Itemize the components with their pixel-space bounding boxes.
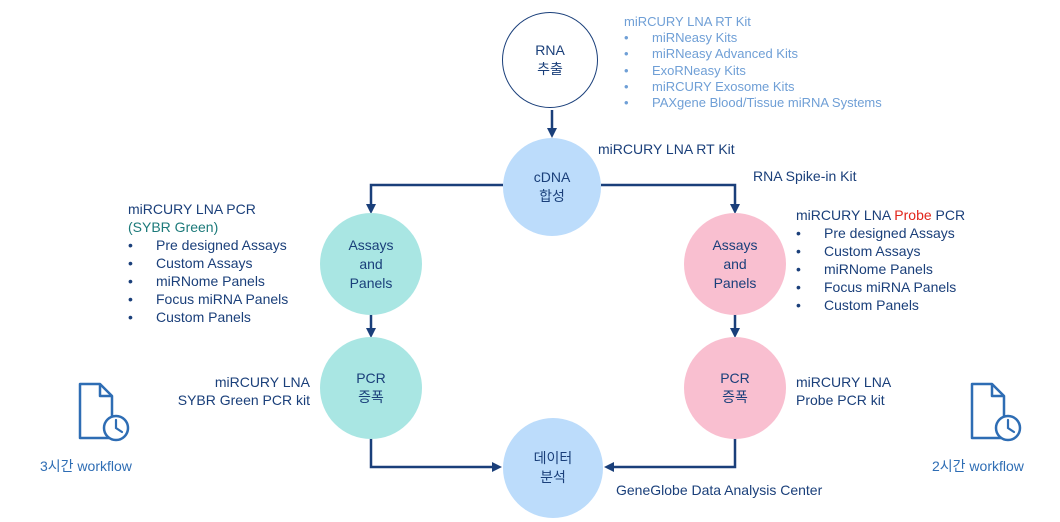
- probe-pcr-title-prefix: miRCURY LNA: [796, 207, 895, 223]
- document-clock-icon: [78, 382, 130, 442]
- probe-pcr-title-suffix: PCR: [931, 207, 966, 223]
- probe-kit-label: miRCURY LNA Probe PCR kit: [796, 373, 891, 409]
- list-item: ExoRNeasy Kits: [624, 63, 882, 79]
- sybr-pcr-list: Pre designed Assays Custom Assays miRNom…: [128, 236, 288, 326]
- list-item: PAXgene Blood/Tissue miRNA Systems: [624, 95, 882, 111]
- list-item: miRNeasy Advanced Kits: [624, 46, 882, 62]
- node-pcr-left-line2: 증폭: [358, 389, 384, 405]
- node-assays-left-line1: Assays: [348, 236, 394, 253]
- list-item: miRCURY Exosome Kits: [624, 79, 882, 95]
- sybr-pcr-block: miRCURY LNA PCR (SYBR Green) Pre designe…: [128, 200, 288, 326]
- extraction-kits-title: miRCURY LNA RT Kit: [624, 14, 751, 29]
- sybr-kit-line2: SYBR Green PCR kit: [177, 392, 310, 408]
- node-rna-line2: 추출: [537, 61, 563, 77]
- node-pcr-left-line1: PCR: [356, 370, 386, 386]
- node-assays-panels-sybr: Assays and Panels: [320, 213, 422, 315]
- workflow-time-left: 3시간 workflow: [40, 458, 132, 474]
- spike-in-label: RNA Spike-in Kit: [753, 168, 857, 184]
- list-item: Focus miRNA Panels: [796, 278, 965, 296]
- node-data-line1: 데이터: [533, 450, 573, 466]
- probe-pcr-list: Pre designed Assays Custom Assays miRNom…: [796, 224, 965, 314]
- node-assays-left-line2: and: [359, 255, 383, 272]
- node-rna-line1: RNA: [535, 42, 565, 58]
- rt-kit-label: miRCURY LNA RT Kit: [598, 141, 735, 157]
- list-item: miRNome Panels: [796, 260, 965, 278]
- node-pcr-right-line1: PCR: [720, 370, 750, 386]
- node-pcr-amplification-probe: PCR 증폭: [684, 337, 786, 439]
- arrow-pcr-right-to-data: [604, 435, 737, 472]
- probe-kit-line2: Probe PCR kit: [796, 392, 885, 408]
- node-data-line2: 분석: [540, 469, 566, 485]
- node-cdna-line1: cDNA: [533, 169, 571, 185]
- list-item: miRNome Panels: [128, 272, 288, 290]
- list-item: Custom Panels: [128, 308, 288, 326]
- sybr-pcr-title: miRCURY LNA PCR: [128, 201, 256, 217]
- probe-pcr-block: miRCURY LNA Probe PCR Pre designed Assay…: [796, 206, 965, 314]
- workflow-time-right: 2시간 workflow: [932, 458, 1024, 474]
- probe-pcr-title: miRCURY LNA Probe PCR: [796, 206, 965, 224]
- node-assays-right-line3: Panels: [713, 274, 757, 291]
- node-pcr-amplification-sybr: PCR 증폭: [320, 337, 422, 439]
- sybr-kit-label: miRCURY LNA SYBR Green PCR kit: [160, 373, 310, 409]
- list-item: miRNeasy Kits: [624, 30, 882, 46]
- extraction-kits-list: miRNeasy Kits miRNeasy Advanced Kits Exo…: [624, 30, 882, 111]
- sybr-kit-line1: miRCURY LNA: [214, 374, 310, 390]
- list-item: Custom Assays: [128, 254, 288, 272]
- list-item: Pre designed Assays: [128, 236, 288, 254]
- node-assays-left-line3: Panels: [349, 274, 393, 291]
- node-assays-right-line2: and: [723, 255, 747, 272]
- extraction-kits-block: miRCURY LNA RT Kit miRNeasy Kits miRNeas…: [624, 14, 882, 111]
- node-cdna-line2: 합성: [539, 188, 565, 204]
- node-assays-panels-probe: Assays and Panels: [684, 213, 786, 315]
- sybr-pcr-subtitle: (SYBR Green): [128, 219, 219, 235]
- list-item: Focus miRNA Panels: [128, 290, 288, 308]
- probe-kit-line1: miRCURY LNA: [796, 374, 892, 390]
- document-clock-icon: [970, 382, 1022, 442]
- node-pcr-right-line2: 증폭: [722, 389, 748, 405]
- list-item: Pre designed Assays: [796, 224, 965, 242]
- node-rna-extraction: RNA 추출: [502, 12, 598, 108]
- arrow-cdna-to-assays-right: [601, 183, 740, 214]
- list-item: Custom Panels: [796, 296, 965, 314]
- list-item: Custom Assays: [796, 242, 965, 260]
- node-cdna-synthesis: cDNA 합성: [503, 138, 601, 236]
- node-assays-right-line1: Assays: [712, 236, 758, 253]
- node-data-analysis: 데이터 분석: [503, 418, 603, 518]
- arrow-cdna-to-assays-left: [366, 183, 503, 214]
- analysis-center-label: GeneGlobe Data Analysis Center: [616, 482, 823, 498]
- probe-pcr-title-highlight: Probe: [894, 207, 932, 223]
- arrow-pcr-left-to-data: [369, 435, 502, 472]
